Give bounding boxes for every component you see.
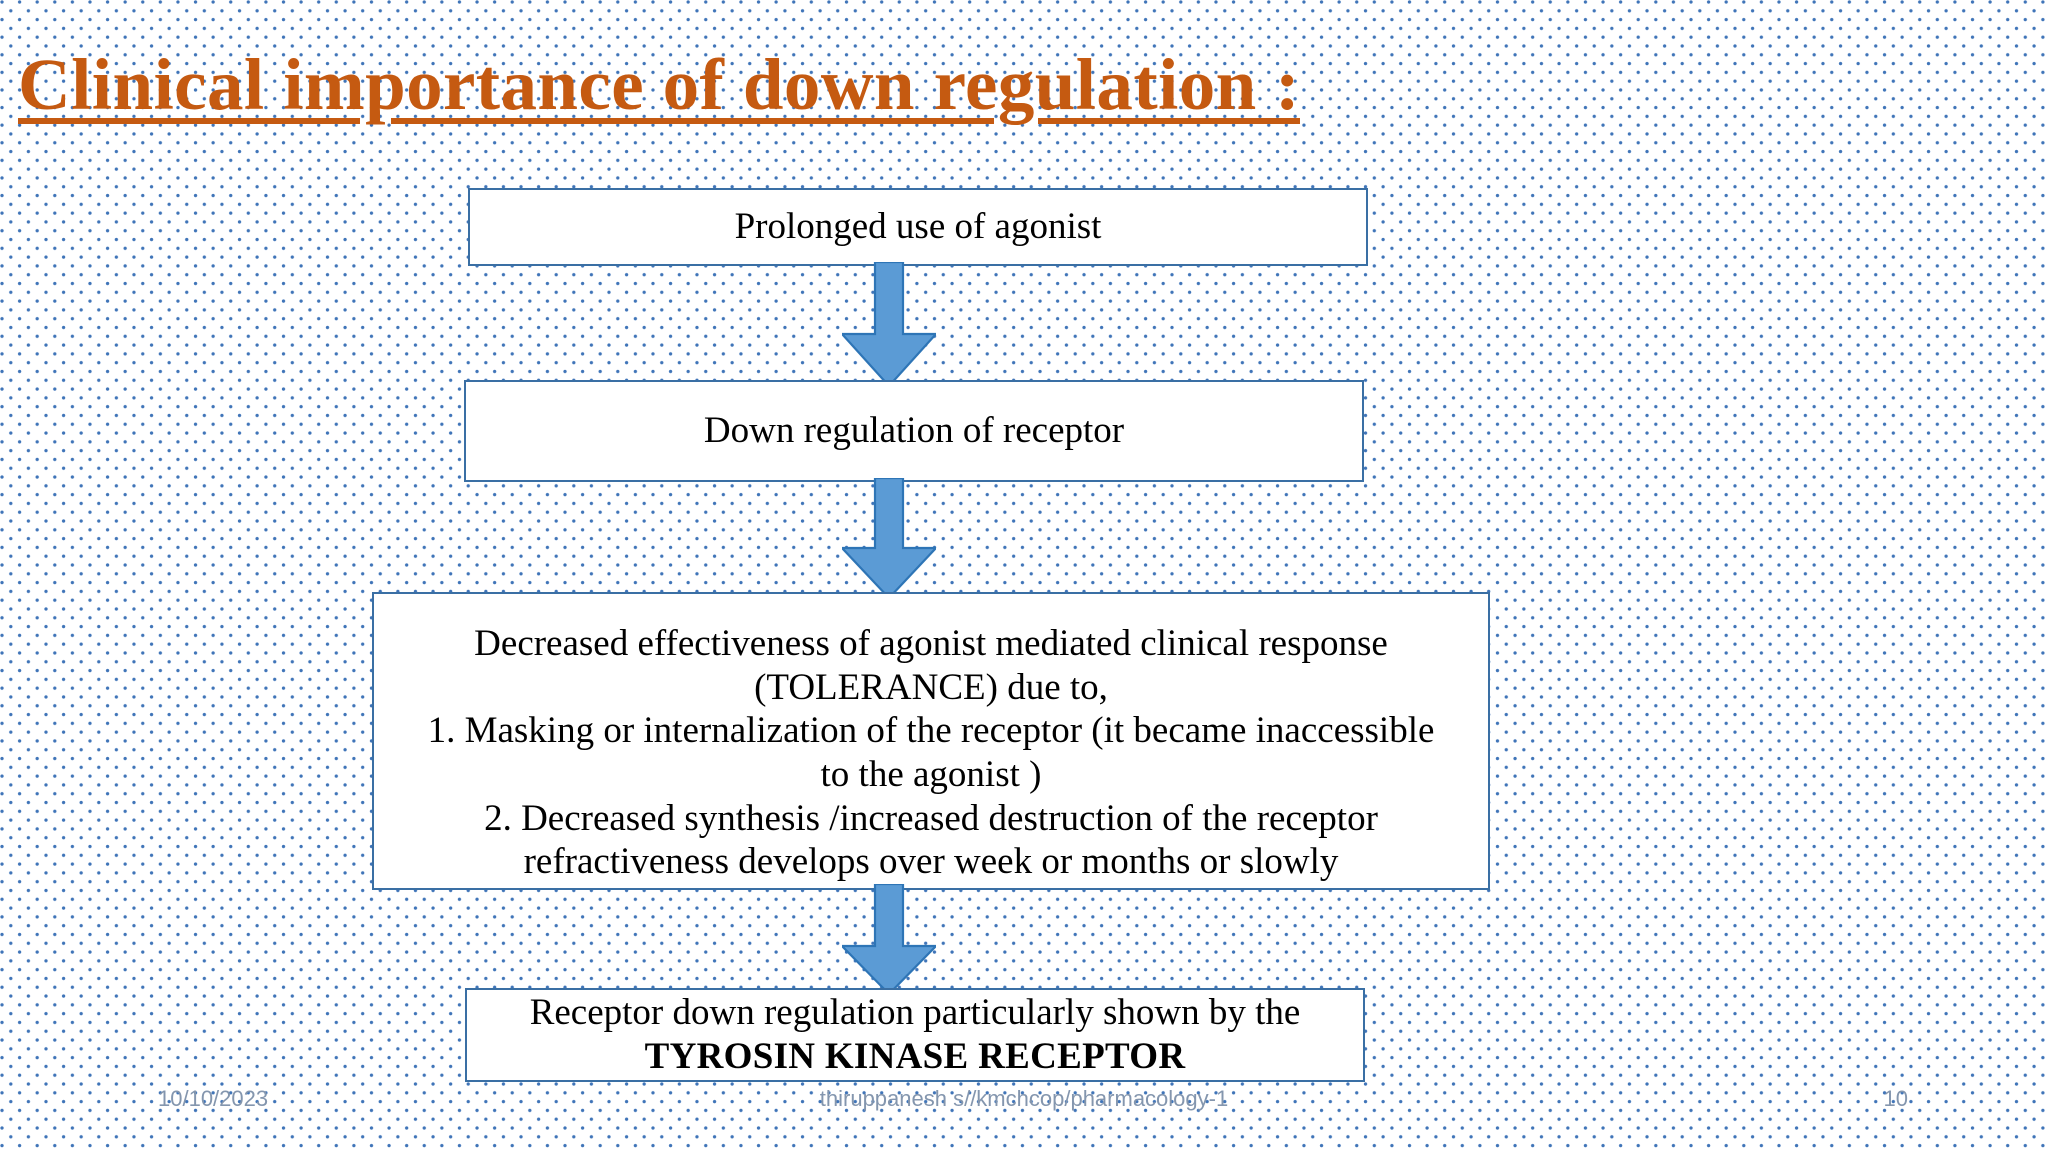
down-arrow-icon-2 <box>839 476 939 600</box>
tolerance-list-item-1-number: 1. <box>427 710 456 752</box>
flow-box-prolonged-use-text: Prolonged use of agonist <box>734 206 1102 248</box>
footer-page-number: 10 <box>1883 1086 1908 1111</box>
tolerance-list-item-1: 1. Masking or internalization of the rec… <box>374 709 1488 753</box>
slide-footer: 10/10/2023 thiruppanesh s//kmchcop/pharm… <box>0 1086 2048 1126</box>
flow-box-down-regulation: Down regulation of receptor <box>464 380 1364 482</box>
tolerance-line-2: (TOLERANCE) due to, <box>754 666 1108 708</box>
down-arrow-icon <box>839 260 939 388</box>
tolerance-list-item-1-continuation: to the agonist ) <box>820 753 1042 795</box>
tolerance-list-item-2: 2. Decreased synthesis /increased destru… <box>374 797 1488 841</box>
down-arrow-icon <box>839 476 939 600</box>
page-title-container: Clinical importance of down regulation : <box>18 44 2008 140</box>
tyrosin-line-2: TYROSIN KINASE RECEPTOR <box>644 1036 1186 1077</box>
tolerance-line-1: Decreased effectiveness of agonist media… <box>474 623 1388 664</box>
tolerance-list-item-2-continuation: refractiveness develops over week or mon… <box>523 841 1339 883</box>
flow-box-prolonged-use: Prolonged use of agonist <box>468 188 1368 266</box>
tolerance-list-item-2-text: Decreased synthesis /increased destructi… <box>521 797 1378 839</box>
tolerance-list-item-2-number: 2. <box>484 797 512 839</box>
tolerance-list-item-1-text: Masking or internalization of the recept… <box>464 710 1435 752</box>
down-arrow-icon <box>839 882 939 996</box>
footer-date: 10/10/2023 <box>158 1086 269 1111</box>
flow-box-tyrosin-kinase: Receptor down regulation particularly sh… <box>465 988 1365 1082</box>
page-title: Clinical importance of down regulation : <box>18 44 1300 125</box>
down-arrow-icon-3 <box>839 882 939 996</box>
down-arrow-icon-1 <box>839 260 939 388</box>
footer-attribution: thiruppanesh s//kmchcop/pharmacology-1 <box>819 1086 1229 1111</box>
flow-box-tolerance: Decreased effectiveness of agonist media… <box>372 592 1490 890</box>
flow-box-down-regulation-text: Down regulation of receptor <box>703 410 1125 452</box>
tyrosin-line-1: Receptor down regulation particularly sh… <box>529 992 1301 1034</box>
